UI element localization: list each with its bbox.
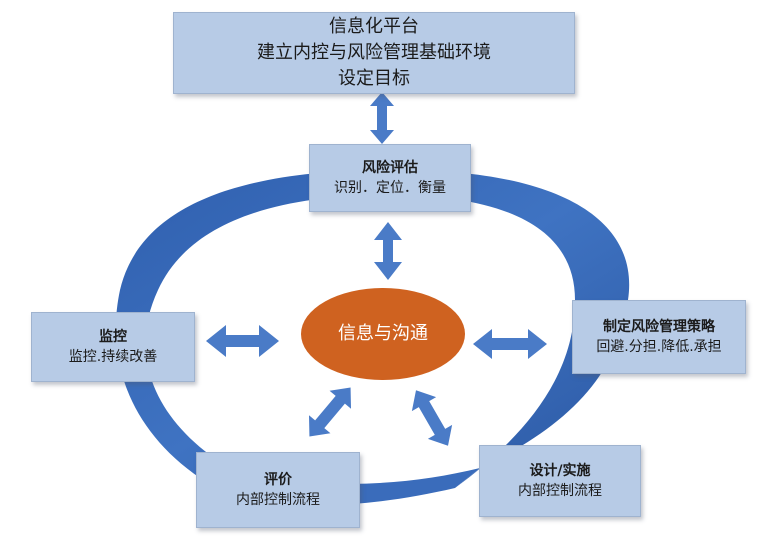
strategy-subtitle: 回避.分担.降低.承担: [596, 339, 722, 355]
design-title: 设计/实施: [529, 463, 591, 479]
arrow-lower-right: [411, 390, 453, 446]
center-ellipse: [301, 288, 465, 380]
monitoring-box: 监控 监控.持续改善: [31, 312, 195, 382]
evaluation-title: 评价: [264, 472, 292, 488]
evaluation-subtitle: 内部控制流程: [236, 492, 320, 508]
monitoring-title: 监控: [99, 329, 127, 345]
top-box: 信息化平台 建立内控与风险管理基础环境 设定目标: [173, 12, 575, 94]
design-box: 设计/实施 内部控制流程: [479, 445, 641, 517]
monitoring-subtitle: 监控.持续改善: [68, 349, 158, 365]
center-label: 信息与沟通: [338, 323, 428, 344]
top-box-line-1: 信息化平台: [329, 16, 419, 37]
risk-assessment-title: 风险评估: [362, 160, 418, 176]
evaluation-box: 评价 内部控制流程: [196, 452, 360, 528]
design-subtitle: 内部控制流程: [518, 483, 602, 499]
strategy-box: 制定风险管理策略 回避.分担.降低.承担: [572, 300, 746, 374]
risk-assessment-box: 风险评估 识别．定位．衡量: [309, 144, 471, 212]
risk-assessment-subtitle: 识别．定位．衡量: [334, 180, 446, 196]
top-box-line-3: 设定目标: [338, 68, 410, 89]
arrow-left: [206, 325, 279, 357]
arrow-right: [473, 329, 547, 359]
top-box-line-2: 建立内控与风险管理基础环境: [257, 42, 491, 63]
arrow-risk-center: [374, 222, 402, 280]
arrow-top-vertical: [370, 92, 394, 144]
arrow-lower-left: [308, 387, 352, 437]
strategy-title: 制定风险管理策略: [603, 319, 715, 335]
